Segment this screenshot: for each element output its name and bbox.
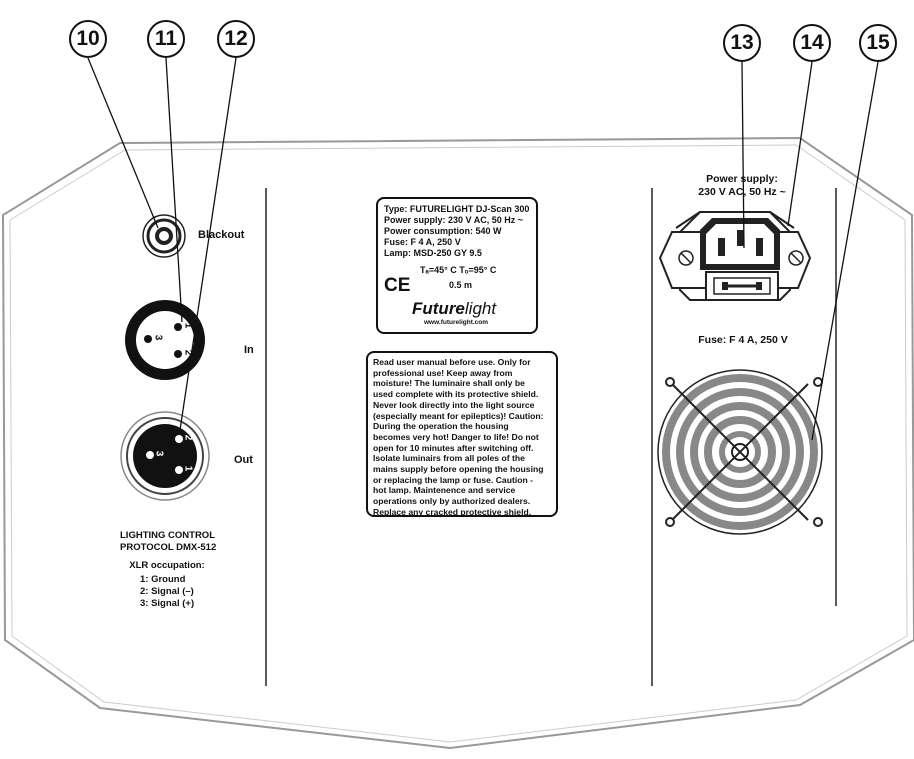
leader-line-14 — [787, 61, 813, 227]
type-plate-line: Lamp: MSD-250 GY 9.5 — [384, 248, 482, 258]
type-plate-temps: Tₐ=45° C Tₒ=95° C — [420, 265, 497, 275]
housing-outline — [1, 136, 914, 750]
housing-inner-outline — [9, 144, 908, 743]
callout-11: 11 — [147, 20, 185, 58]
power-inlet-icon — [658, 211, 812, 301]
xlr-occupation-title: XLR occupation: — [129, 560, 205, 571]
warning-line: open for 10 minutes after switching off. — [373, 442, 534, 453]
out-label: Out — [234, 454, 253, 466]
warning-line: Never look directly into the light sourc… — [373, 399, 535, 410]
protocol-line-1: LIGHTING CONTROL — [120, 530, 215, 541]
xlr-out-pin-1: 1 — [182, 465, 194, 472]
callout-12: 12 — [217, 20, 255, 58]
leader-line-12 — [179, 57, 237, 431]
warning-line: Replace any cracked protective shield. — [373, 506, 532, 517]
callout-14: 14 — [793, 24, 831, 62]
xlr-pin-signal-plus: 3: Signal (+) — [140, 598, 195, 609]
type-plate-line: Power supply: 230 V AC, 50 Hz ~ — [384, 215, 523, 225]
xlr-in-pin-2: 2 — [182, 349, 194, 356]
callout-10: 10 — [69, 20, 107, 58]
ce-mark: CE — [384, 275, 411, 296]
fuse-label: Fuse: F 4 A, 250 V — [698, 334, 788, 346]
callout-15: 15 — [859, 24, 897, 62]
warning-line: or replacing the lamp or fuse. Caution - — [373, 474, 533, 485]
brand-logo-part-a: Future — [412, 299, 465, 318]
xlr-out-pin-3: 3 — [153, 450, 165, 457]
brand-logo: Futurelight — [412, 299, 496, 319]
protocol-line-2: PROTOCOL DMX-512 — [120, 542, 217, 553]
leader-line-13 — [741, 61, 745, 249]
callout-13: 13 — [723, 24, 761, 62]
blackout-button-icon — [142, 214, 186, 258]
power-supply-title: Power supply: — [706, 173, 778, 185]
type-plate-line: Power consumption: 540 W — [384, 226, 502, 236]
xlr-in-pin-3: 3 — [152, 334, 164, 341]
warning-line: operations only by authorized dealers. — [373, 496, 531, 507]
leader-line-15 — [811, 61, 879, 441]
xlr-in-connector-icon — [125, 300, 205, 380]
xlr-pin-signal-minus: 2: Signal (–) — [140, 586, 194, 597]
leader-line-10 — [87, 57, 159, 229]
leader-line-11 — [165, 57, 183, 323]
power-supply-value: 230 V AC, 50 Hz ~ — [698, 186, 786, 198]
warning-line: moisture! The luminaire shall only be — [373, 378, 525, 389]
warning-line: Read user manual before use. Only for — [373, 357, 531, 367]
distance-label: 0.5 m — [449, 280, 473, 290]
fan-grille-icon — [657, 369, 823, 535]
type-plate: Type: FUTURELIGHT DJ-Scan 300 Power supp… — [376, 197, 538, 334]
xlr-in-pin-1: 1 — [182, 322, 194, 329]
warning-line: mains supply before opening the housing — [373, 464, 544, 475]
warning-line: During the operation the housing — [373, 421, 509, 432]
xlr-out-connector-icon — [120, 411, 210, 501]
type-plate-line: Type: FUTURELIGHT DJ-Scan 300 — [384, 204, 530, 214]
warning-line: used complete with its protective shield… — [373, 389, 539, 400]
warning-plate: Read user manual before use. Only for pr… — [366, 351, 558, 517]
xlr-pin-ground: 1: Ground — [140, 574, 186, 585]
brand-logo-part-b: light — [464, 299, 497, 318]
type-plate-line: Fuse: F 4 A, 250 V — [384, 237, 461, 247]
brand-url: www.futurelight.com — [424, 319, 489, 326]
warning-line: professional use! Keep away from — [373, 367, 513, 378]
warning-line: becomes very hot! Danger to life! Do not — [373, 431, 539, 442]
warning-line: hot lamp. Maintenence and service — [373, 485, 516, 496]
warning-line: Isolate luminairs from all poles of the — [373, 453, 525, 464]
blackout-label: Blackout — [198, 229, 245, 241]
xlr-out-pin-2: 2 — [182, 434, 194, 441]
in-label: In — [244, 344, 254, 356]
warning-line: (especially meant for epileptics)! Cauti… — [373, 410, 544, 421]
